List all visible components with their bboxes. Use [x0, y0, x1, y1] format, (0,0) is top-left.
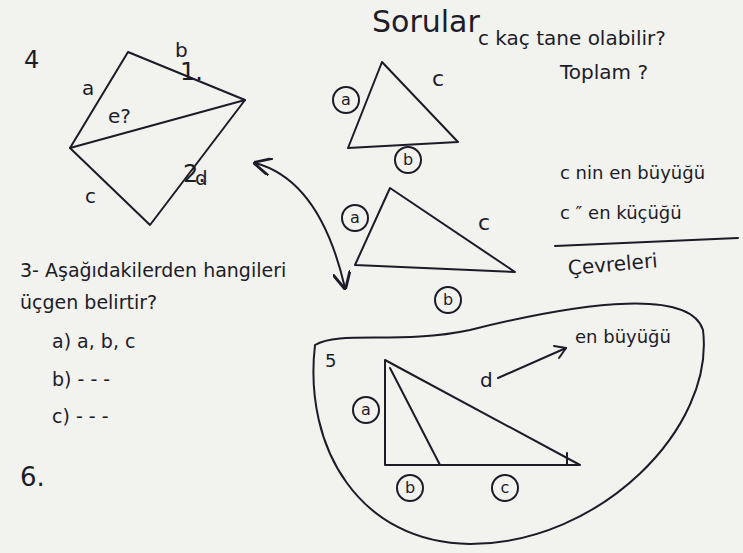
title: Sorular — [372, 4, 480, 40]
handwritten-label: c ″ en küçüğü — [560, 202, 682, 224]
node-letter: a — [361, 402, 371, 418]
node-letter: b — [443, 292, 453, 308]
handwritten-label: en büyüğü — [575, 326, 671, 348]
quadrilateral-figure: a b c d e? — [60, 38, 255, 233]
pointer-arrow — [498, 348, 566, 378]
circled-letter: b — [434, 286, 462, 314]
side-label: d — [480, 368, 493, 392]
handwritten-label: c — [432, 66, 444, 92]
handwritten-label: c — [478, 210, 490, 236]
side-label: d — [195, 166, 208, 190]
circled-letter: a — [341, 204, 369, 232]
handwritten-label: Çevreleri — [567, 248, 659, 280]
side-label: 5 — [325, 350, 336, 372]
circled-letter: a — [332, 86, 360, 114]
handwritten-label: a) a, b, c — [52, 330, 135, 353]
circled-letter: a — [352, 396, 380, 424]
triangle-two — [355, 188, 515, 272]
node-letter: b — [403, 152, 413, 168]
handwritten-label: Toplam ? — [560, 60, 648, 84]
side-label: b — [175, 38, 188, 62]
lasso-region: 5 d a b c — [305, 288, 720, 548]
handwritten-label: b) - - - — [52, 368, 110, 391]
node-letter: a — [341, 92, 351, 108]
side-label: c — [85, 184, 96, 208]
node-letter: c — [501, 480, 510, 496]
handwritten-label: c) - - - — [52, 405, 109, 428]
pointer-head — [554, 346, 566, 358]
side-label: e? — [108, 104, 131, 128]
side-label: a — [82, 76, 94, 100]
handwritten-label: 1. — [180, 58, 203, 87]
handwritten-label: c kaç tane olabilir? — [478, 26, 666, 50]
handwritten-label: c nin en büyüğü — [560, 162, 705, 184]
circled-letter: c — [491, 474, 519, 502]
node-letter: b — [405, 480, 415, 496]
handwritten-label: 6. — [20, 462, 45, 493]
triangle-one — [348, 62, 458, 148]
underline — [555, 238, 738, 246]
node-letter: a — [350, 210, 360, 226]
handwritten-label: 4 — [24, 46, 39, 75]
circled-letter: b — [394, 146, 422, 174]
outline — [305, 288, 720, 548]
handwritten-label: 3- Aşağıdakilerden hangileri üçgen belir… — [20, 254, 315, 318]
circled-letter: b — [396, 474, 424, 502]
